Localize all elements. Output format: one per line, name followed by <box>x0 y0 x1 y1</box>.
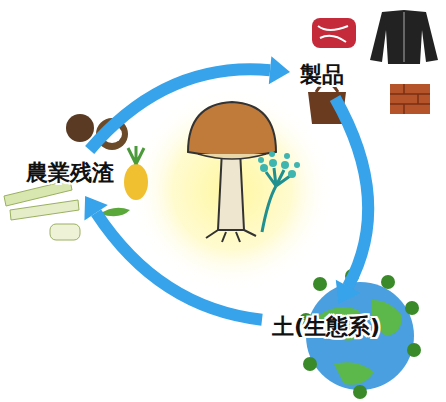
cycle-arrow <box>90 56 290 150</box>
arrow-shaft <box>335 98 368 286</box>
arrow-head <box>269 56 290 84</box>
label-text: 製品 <box>300 62 344 87</box>
arrow-shaft <box>90 69 270 150</box>
cycle-label: 製品 <box>296 58 348 92</box>
mold <box>258 151 300 232</box>
agricultural-residue <box>4 114 148 240</box>
center-glow <box>132 90 332 290</box>
cycle-label: 土(生態系) <box>268 310 384 344</box>
arrow-shaft <box>96 213 262 320</box>
mushroom <box>188 102 276 242</box>
cycle-label: 農業残渣 <box>22 156 118 190</box>
arrow-head <box>336 280 361 304</box>
cycle-arrow <box>84 196 262 320</box>
arrow-head <box>84 196 107 220</box>
cycle-arrow <box>335 98 368 304</box>
label-text: 土(生態系) <box>272 314 380 339</box>
label-text: 農業残渣 <box>26 160 114 185</box>
